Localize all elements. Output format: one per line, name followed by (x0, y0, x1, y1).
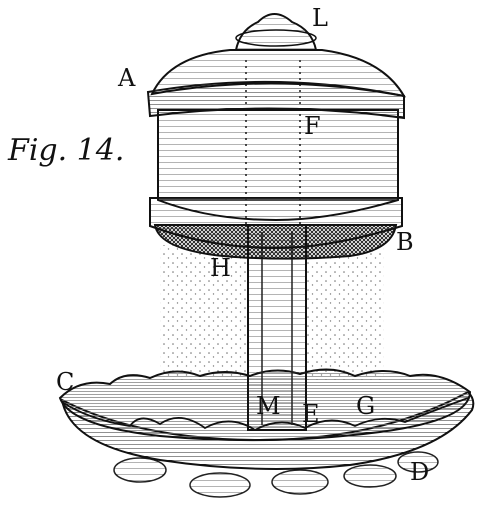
label-M: M (256, 392, 281, 420)
label-L: L (312, 4, 328, 32)
label-C: C (56, 368, 74, 396)
figure-caption: Fig. 14. (7, 133, 124, 168)
label-G: G (356, 392, 375, 420)
label-H: H (210, 254, 231, 282)
label-E: E (302, 400, 320, 428)
label-D: D (410, 458, 429, 486)
water-spray (160, 245, 384, 380)
vessel (146, 13, 406, 260)
label-B: B (396, 228, 414, 256)
basin-stones (113, 451, 439, 498)
label-F: F (304, 112, 321, 140)
label-A: A (117, 64, 136, 92)
figure-labels: L A F B H C M E G D (56, 4, 429, 486)
